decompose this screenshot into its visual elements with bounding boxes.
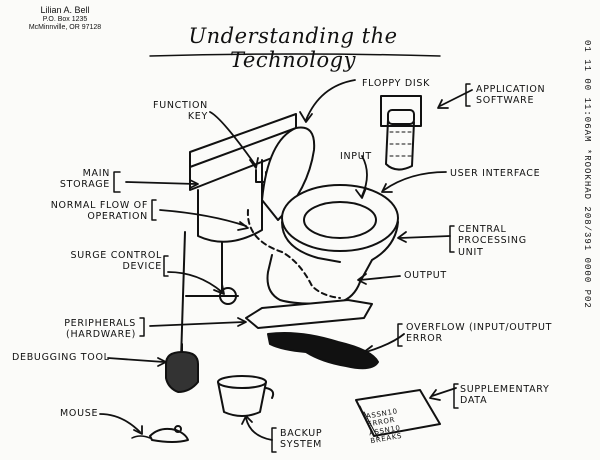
label-peripherals: PERIPHERALS (HARDWARE)	[64, 318, 136, 341]
toilet-bowl	[266, 184, 399, 305]
flow-path	[246, 209, 341, 299]
leader-arrows	[99, 79, 473, 441]
title-underline	[149, 53, 441, 57]
toilet-paper-holder	[380, 95, 422, 171]
label-input: INPUT	[340, 151, 372, 162]
label-user-interface: USER INTERFACE	[450, 168, 541, 179]
overflow-puddle	[267, 332, 379, 370]
label-overflow: OVERFLOW (INPUT/OUTPUT ERROR	[406, 322, 553, 345]
sender-address: Lilian A. Bell P.O. Box 1235 McMinnville…	[10, 5, 120, 33]
sender-city: McMinnville, OR 97128	[28, 24, 102, 32]
label-cpu: CENTRAL PROCESSING UNIT	[458, 224, 527, 258]
diagram-title: Understanding the Technology	[188, 24, 398, 72]
label-output: OUTPUT	[404, 270, 447, 281]
supply-pipe	[180, 231, 239, 361]
sender-name: Lilian A. Bell	[40, 5, 90, 15]
label-application-software: APPLICATION SOFTWARE	[476, 84, 546, 107]
mouse-drawing	[131, 425, 189, 443]
supplementary-data-book	[355, 389, 441, 439]
backup-bucket	[217, 375, 275, 417]
label-surge-control: SURGE CONTROL DEVICE	[70, 250, 162, 273]
label-supplementary-data: SUPPLEMENTARY DATA	[460, 384, 550, 407]
toilet-base	[245, 299, 373, 329]
label-normal-flow: NORMAL FLOW OF OPERATION	[50, 200, 148, 223]
label-main-storage: MAIN STORAGE	[59, 168, 110, 191]
label-brackets	[113, 83, 471, 453]
plunger	[165, 343, 199, 393]
label-function-key: FUNCTION KEY	[153, 100, 208, 123]
label-debugging-tool: DEBUGGING TOOL	[12, 352, 110, 363]
label-floppy-disk: FLOPPY DISK	[362, 78, 431, 89]
label-backup-system: BACKUP SYSTEM	[280, 428, 323, 451]
label-mouse: MOUSE	[60, 408, 99, 419]
fax-header: 01 11 00 11:06AM *ROOKHAD 208/391 0000 P…	[582, 40, 592, 309]
sender-po-box: P.O. Box 1235	[42, 15, 88, 23]
